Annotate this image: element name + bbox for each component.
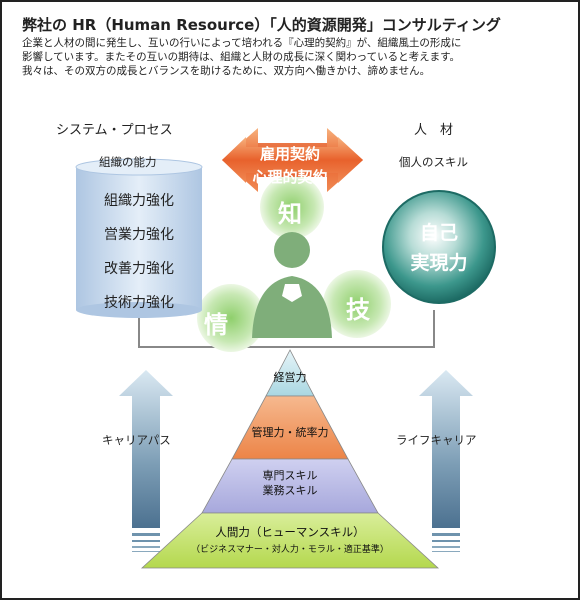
bubble-label-gi: 技 xyxy=(346,296,370,324)
pyramid-third-label: 専門スキル 業務スキル xyxy=(150,468,430,498)
career-path-label: キャリアパス xyxy=(102,433,171,447)
intro-line: 影響しています。またその互いの期待は、組織と人財の成長に深く関わっていると考えま… xyxy=(22,51,461,63)
life-career-label: ライフキャリア xyxy=(396,433,477,447)
connector-line xyxy=(138,310,435,348)
intro-text: 企業と人材の間に発生し、互いの行いによって培われる『心理的契約』が、組織風土の形… xyxy=(22,36,562,78)
contract-arrow-body xyxy=(222,137,363,183)
right-header: 人 材 xyxy=(414,123,454,138)
pyramid-base-label: 人間力（ヒューマンスキル） xyxy=(215,525,365,539)
contract-label-employment: 雇用契約 xyxy=(259,145,320,163)
cylinder-item: 改善力強化 xyxy=(104,261,174,277)
skill-pyramid xyxy=(140,349,440,569)
bubble-label-jo: 情 xyxy=(204,311,228,339)
cylinder-item: 技術力強化 xyxy=(104,295,174,311)
person-skill-title: 個人のスキル xyxy=(399,155,468,169)
cylinder-item: 組織力強化 xyxy=(104,193,174,209)
career-path-arrow xyxy=(119,370,173,552)
circle-line: 自己 xyxy=(419,222,458,244)
contract-label-psychological: 心理的契約 xyxy=(252,168,328,186)
bubble-label-chi: 知 xyxy=(278,200,302,228)
pyramid-top-label: 経営力 xyxy=(273,371,307,384)
cylinder-item: 営業力強化 xyxy=(104,227,174,243)
cylinder-title: 組織の能力 xyxy=(99,155,157,169)
organization-cylinder xyxy=(75,158,203,318)
self-realization-circle xyxy=(382,190,496,304)
intro-line: 企業と人材の間に発生し、互いの行いによって培われる『心理的契約』が、組織風土の形… xyxy=(22,37,462,49)
left-header: システム・プロセス xyxy=(56,123,173,138)
pyramid-third-line: 専門スキル xyxy=(262,469,318,482)
pyramid-second-label: 管理力・統率力 xyxy=(251,426,329,439)
circle-text: 自己 実現力 xyxy=(385,218,493,278)
life-career-arrow xyxy=(419,370,473,552)
bubble-jo xyxy=(197,284,265,352)
page-title: 弊社の HR（Human Resource）「人的資源開発」コンサルティング xyxy=(22,16,501,34)
bubble-gi xyxy=(323,270,391,338)
intro-line: 我々は、その双方の成長とバランスを助けるために、双方向へ働きかけ、諦めません。 xyxy=(22,65,431,77)
circle-line: 実現力 xyxy=(410,252,468,274)
bubble-chi xyxy=(260,175,324,239)
pyramid-tier-base xyxy=(140,512,440,569)
pyramid-third-line: 業務スキル xyxy=(262,484,318,497)
pyramid-base-sublabel: （ビジネスマナー・対人力・モラル・適正基準） xyxy=(191,545,389,555)
person-silhouette-icon xyxy=(252,232,332,338)
cylinder-items: 組織力強化 営業力強化 改善力強化 技術力強化 xyxy=(84,184,194,320)
